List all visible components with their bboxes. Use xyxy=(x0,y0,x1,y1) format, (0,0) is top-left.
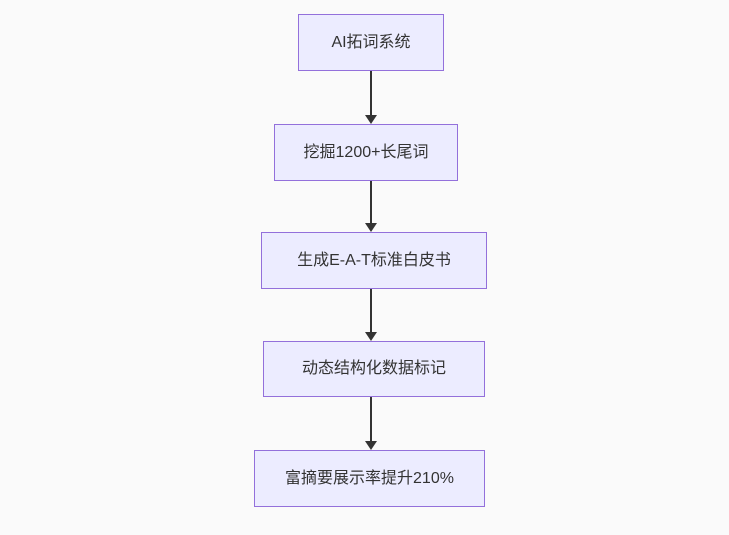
arrow-shaft xyxy=(370,397,372,442)
arrow-shaft xyxy=(370,71,372,116)
arrowhead-down-icon xyxy=(365,223,377,232)
flow-node-label: 富摘要展示率提升210% xyxy=(285,469,454,487)
flow-node-ai-keyword-system: AI拓词系统 xyxy=(298,14,444,71)
flow-node-eat-whitepaper: 生成E-A-T标准白皮书 xyxy=(261,232,487,289)
flow-node-label: AI拓词系统 xyxy=(331,33,411,51)
flow-arrow-down xyxy=(364,289,378,341)
flow-arrow-down xyxy=(364,397,378,450)
flow-node-rich-snippet-result: 富摘要展示率提升210% xyxy=(254,450,485,507)
flow-node-structured-data-markup: 动态结构化数据标记 xyxy=(263,341,485,397)
arrowhead-down-icon xyxy=(365,332,377,341)
arrow-shaft xyxy=(370,289,372,333)
flow-arrow-down xyxy=(364,181,378,232)
flow-arrow-down xyxy=(364,71,378,124)
flow-node-label: 动态结构化数据标记 xyxy=(301,360,446,377)
flow-node-label: 生成E-A-T标准白皮书 xyxy=(297,251,451,269)
flow-node-label: 挖掘1200+长尾词 xyxy=(303,143,429,161)
arrow-shaft xyxy=(370,181,372,224)
flow-node-longtail-mining: 挖掘1200+长尾词 xyxy=(274,124,458,181)
arrowhead-down-icon xyxy=(365,441,377,450)
arrowhead-down-icon xyxy=(365,115,377,124)
